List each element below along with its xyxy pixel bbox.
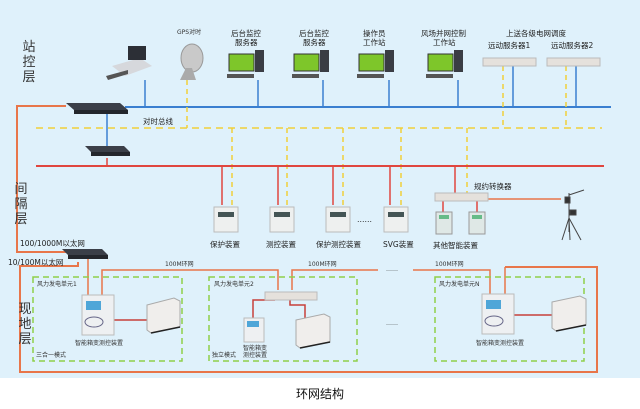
measure-label: 测控装置 [266, 240, 296, 249]
svg-label: SVG装置 [383, 240, 414, 249]
protocol-converter-label: 规约转换器 [474, 182, 512, 191]
ring-segment-2 [291, 269, 378, 290]
ring-segment-3 [413, 269, 491, 310]
gps-dish-icon [180, 43, 204, 80]
ring-segment-1 [101, 269, 279, 310]
telecontrol2-server-icon [546, 57, 601, 67]
unit-ellipsis: …… [386, 320, 398, 327]
telecontrol2-label: 远动服务器2 [551, 41, 594, 50]
telecontrol1-label: 远动服务器1 [488, 41, 531, 50]
upload-dispatch-label: 上送各级电网调度 [506, 29, 566, 38]
other-smart-devices-label: 其他智能装置 [433, 241, 478, 250]
svg-device-icon [383, 206, 409, 233]
backend2-label-2: 服务器 [303, 38, 326, 47]
timing-bus-label: 对时总线 [143, 117, 173, 126]
smart-meter-2-icon [468, 211, 486, 235]
windfarm-computer-icon [426, 50, 463, 78]
windfarm-label-2: 工作站 [433, 38, 456, 47]
layer-bay-label: 间隔层 [14, 182, 28, 227]
unit2-mode-label: 独立模式 [212, 352, 237, 359]
diagram-lines [16, 43, 611, 373]
telecontrol1-server-icon [482, 57, 537, 67]
unit2-box [208, 276, 358, 362]
diagram-caption: 环网结构 [295, 387, 344, 401]
backend1-label-1: 后台监控 [231, 29, 261, 38]
windfarm-label-1: 风场并网控制 [421, 29, 466, 38]
backend2-computer-icon [292, 50, 329, 78]
diagram-canvas: 站控层 间隔层 现地层 GPS对时 后台监控 服务器 后台监控 服务器 操作员 … [0, 0, 640, 378]
unitN-controller-icon [481, 293, 515, 335]
unit2-cabinet-icon [295, 313, 331, 349]
printer-icon [106, 46, 152, 80]
unit1-title: 风力发电单元1 [37, 281, 77, 288]
ethernet-100-ring [19, 262, 598, 373]
protocol-converter-icon [434, 192, 489, 202]
measure-device-icon [269, 206, 295, 233]
core-switch-icon [66, 103, 128, 114]
layer-station-label: 站控层 [22, 40, 36, 85]
unit2-device-label-1: 智能箱变 [243, 345, 268, 352]
protection-label: 保护装置 [210, 240, 240, 249]
backend1-computer-icon [227, 50, 264, 78]
protmeasure-label: 保护测控装置 [316, 240, 361, 249]
operator-computer-icon [357, 50, 394, 78]
unit2-cabinet-link [289, 300, 306, 320]
unit1-cabinet-icon [146, 297, 181, 334]
ring3-label: 100M环网 [435, 261, 464, 268]
smart-meter-1-icon [435, 211, 453, 235]
gps-label: GPS对时 [177, 29, 202, 36]
bay-ellipsis: …… [357, 215, 372, 224]
unit2-device-link [252, 299, 275, 318]
backend2-label-1: 后台监控 [299, 29, 329, 38]
operator-label-1: 操作员 [363, 29, 386, 38]
field-switch-icon [62, 249, 108, 259]
ring1-label: 100M环网 [165, 261, 194, 268]
ring-ellipsis: …… [386, 266, 398, 273]
unit1-mode-label: 三合一模式 [36, 352, 67, 359]
bay-switch-icon [85, 146, 130, 156]
operator-label-2: 工作站 [363, 38, 386, 47]
unitN-title: 风力发电单元N [439, 281, 480, 288]
ethernet-100-label: 10/100M以太网 [8, 258, 64, 267]
ethernet-1000-trunk [16, 105, 80, 253]
unit1-controller-icon [81, 294, 115, 336]
ethernet-1000-label: 100/1000M以太网 [20, 239, 85, 248]
ring2-label: 100M环网 [308, 261, 337, 268]
unit2-title: 风力发电单元2 [214, 281, 254, 288]
layer-field-label: 现地层 [18, 302, 32, 347]
protection-device-icon [213, 206, 239, 233]
protmeasure-device-icon [325, 206, 351, 233]
unit2-device-label-2: 测控装置 [243, 352, 268, 359]
unitN-device-label: 智能箱变测控装置 [476, 340, 525, 347]
unit1-device-label: 智能箱变测控装置 [75, 340, 124, 347]
unitN-cabinet-icon [551, 295, 587, 332]
unit2-controller-icon [243, 317, 265, 343]
backend1-label-2: 服务器 [235, 38, 258, 47]
unit1-box [32, 276, 183, 362]
weather-station-icon [561, 189, 585, 241]
unit2-switch-icon [264, 291, 318, 301]
